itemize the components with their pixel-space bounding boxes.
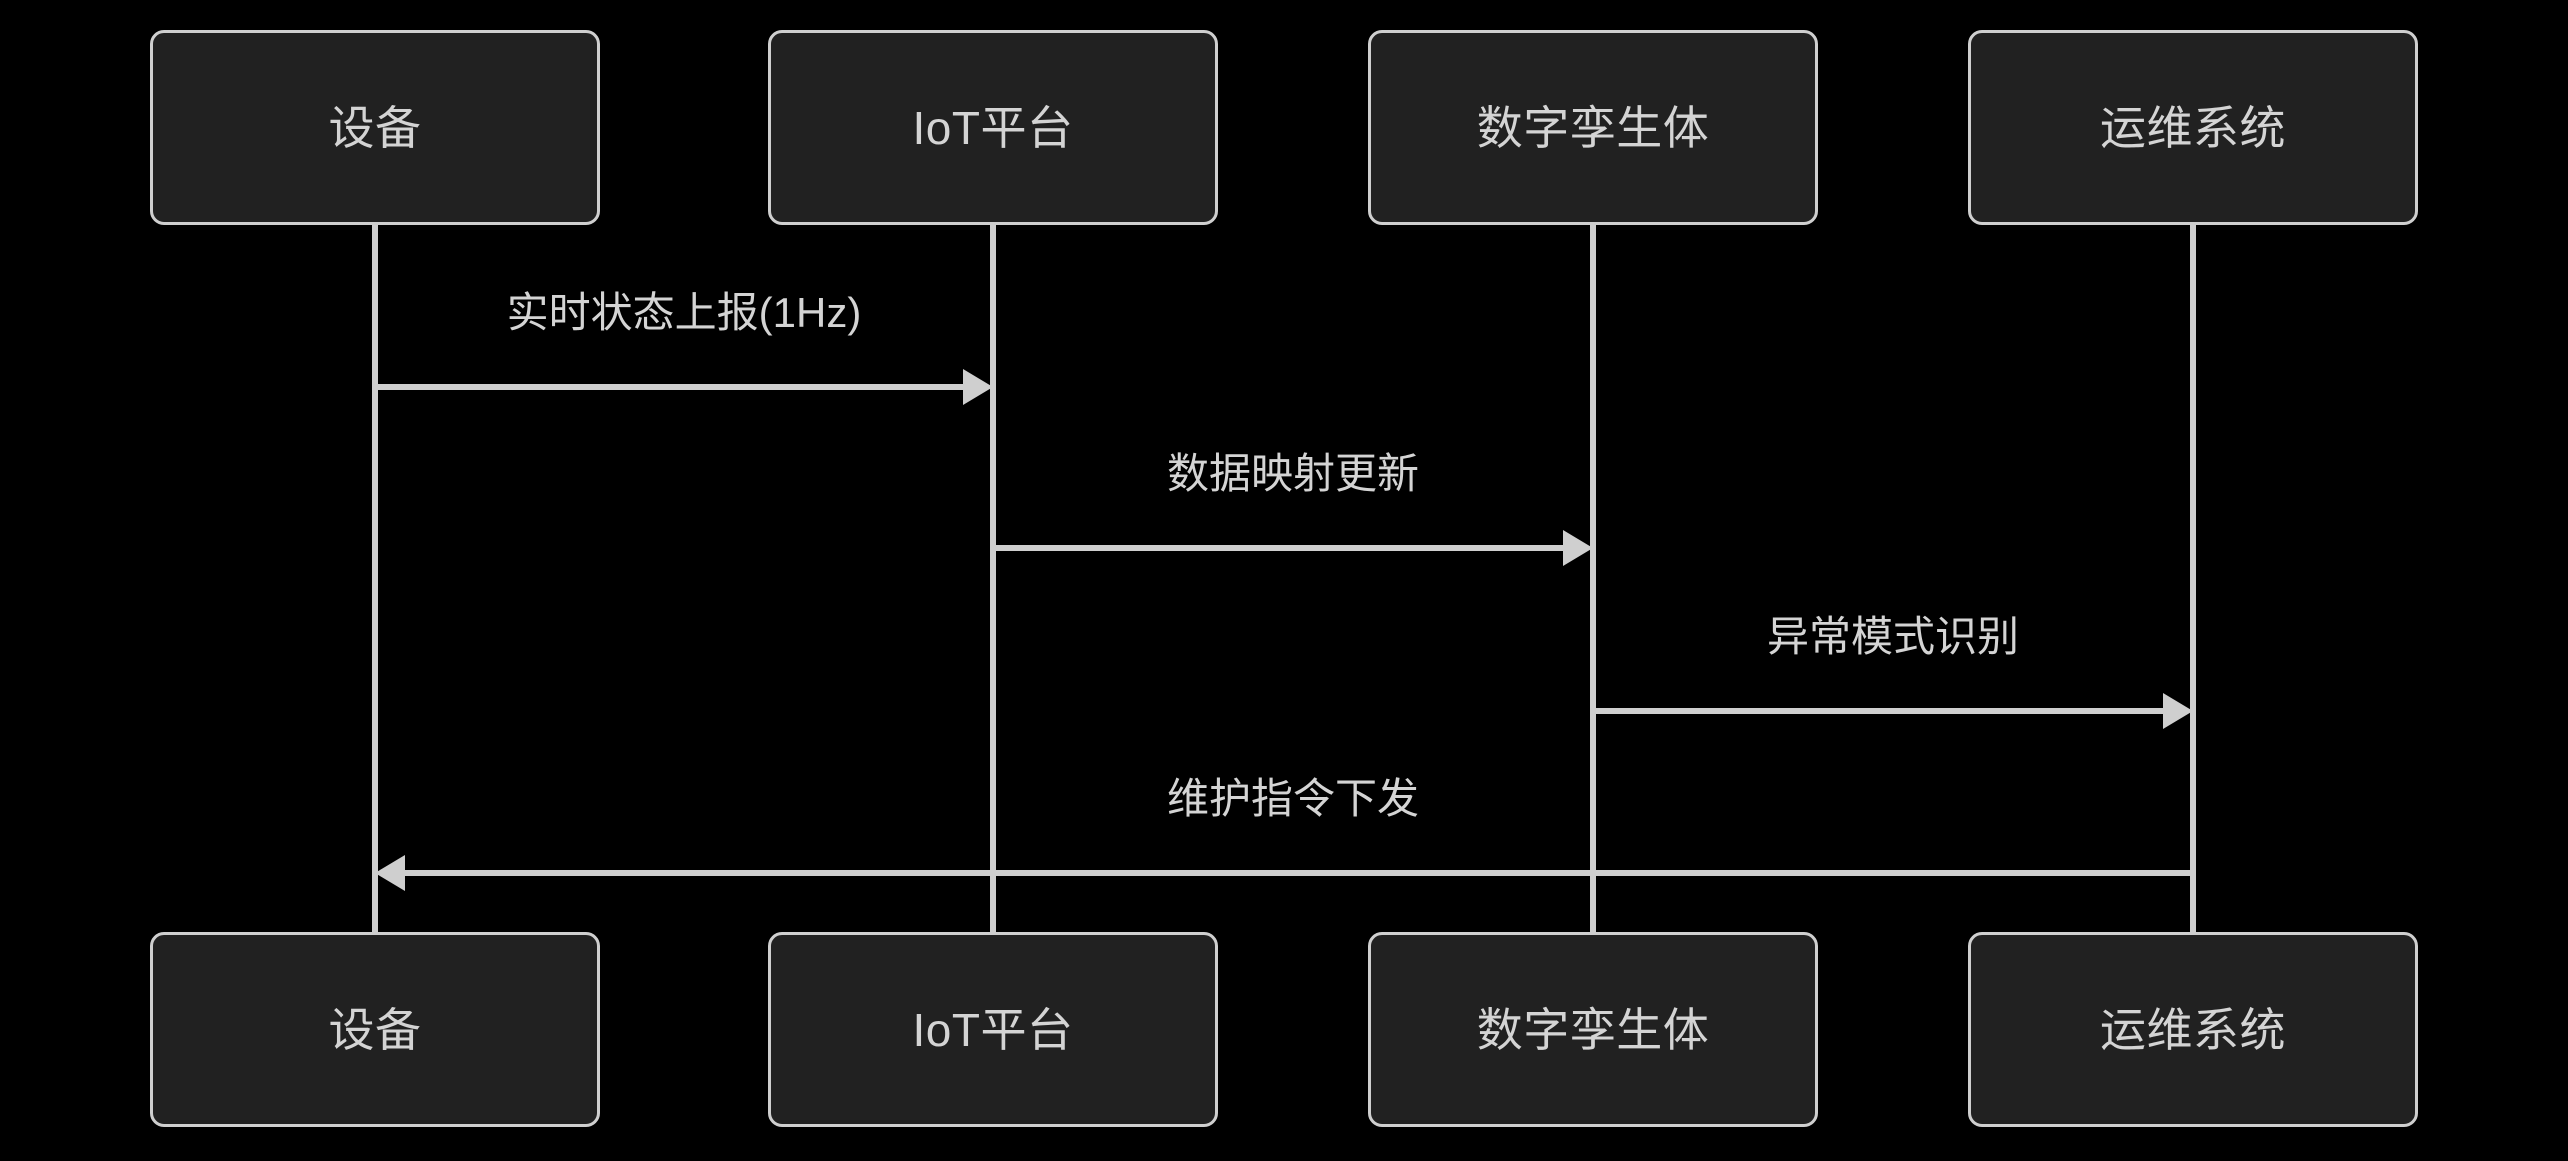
participant-box-twin-bottom[interactable]: 数字孪生体 xyxy=(1368,932,1818,1127)
message-label-3: 异常模式识别 xyxy=(1766,613,2020,660)
participant-label-device-top: 设备 xyxy=(328,101,422,154)
message-arrowhead-2-icon xyxy=(1563,530,1593,566)
participant-box-iot-bottom[interactable]: IoT平台 xyxy=(768,932,1218,1127)
participant-label-twin-bottom: 数字孪生体 xyxy=(1476,1003,1710,1056)
participant-box-ops-bottom[interactable]: 运维系统 xyxy=(1968,932,2418,1127)
message-arrowhead-4-icon xyxy=(375,855,405,891)
participant-label-iot-bottom: IoT平台 xyxy=(912,1003,1074,1056)
lifeline-twin xyxy=(1590,225,1596,932)
participant-label-ops-bottom: 运维系统 xyxy=(2100,1003,2286,1056)
participant-box-device-bottom[interactable]: 设备 xyxy=(150,932,600,1127)
lifeline-ops xyxy=(2190,225,2196,932)
participant-label-ops-top: 运维系统 xyxy=(2100,101,2286,154)
participant-label-iot-top: IoT平台 xyxy=(912,101,1074,154)
message-arrowhead-3-icon xyxy=(2163,693,2193,729)
participant-label-device-bottom: 设备 xyxy=(328,1003,422,1056)
message-line-3 xyxy=(1593,708,2163,714)
message-line-1 xyxy=(375,384,963,390)
participant-box-ops-top[interactable]: 运维系统 xyxy=(1968,30,2418,225)
message-label-2: 数据映射更新 xyxy=(1166,450,1420,497)
message-line-2 xyxy=(993,545,1563,551)
lifeline-iot xyxy=(990,225,996,932)
participant-box-iot-top[interactable]: IoT平台 xyxy=(768,30,1218,225)
participant-label-twin-top: 数字孪生体 xyxy=(1476,101,1710,154)
message-label-1: 实时状态上报(1Hz) xyxy=(506,289,862,336)
lifeline-device xyxy=(372,225,378,932)
message-arrowhead-1-icon xyxy=(963,369,993,405)
participant-box-twin-top[interactable]: 数字孪生体 xyxy=(1368,30,1818,225)
message-label-4: 维护指令下发 xyxy=(1166,775,1420,822)
participant-box-device-top[interactable]: 设备 xyxy=(150,30,600,225)
message-line-4 xyxy=(405,870,2193,876)
